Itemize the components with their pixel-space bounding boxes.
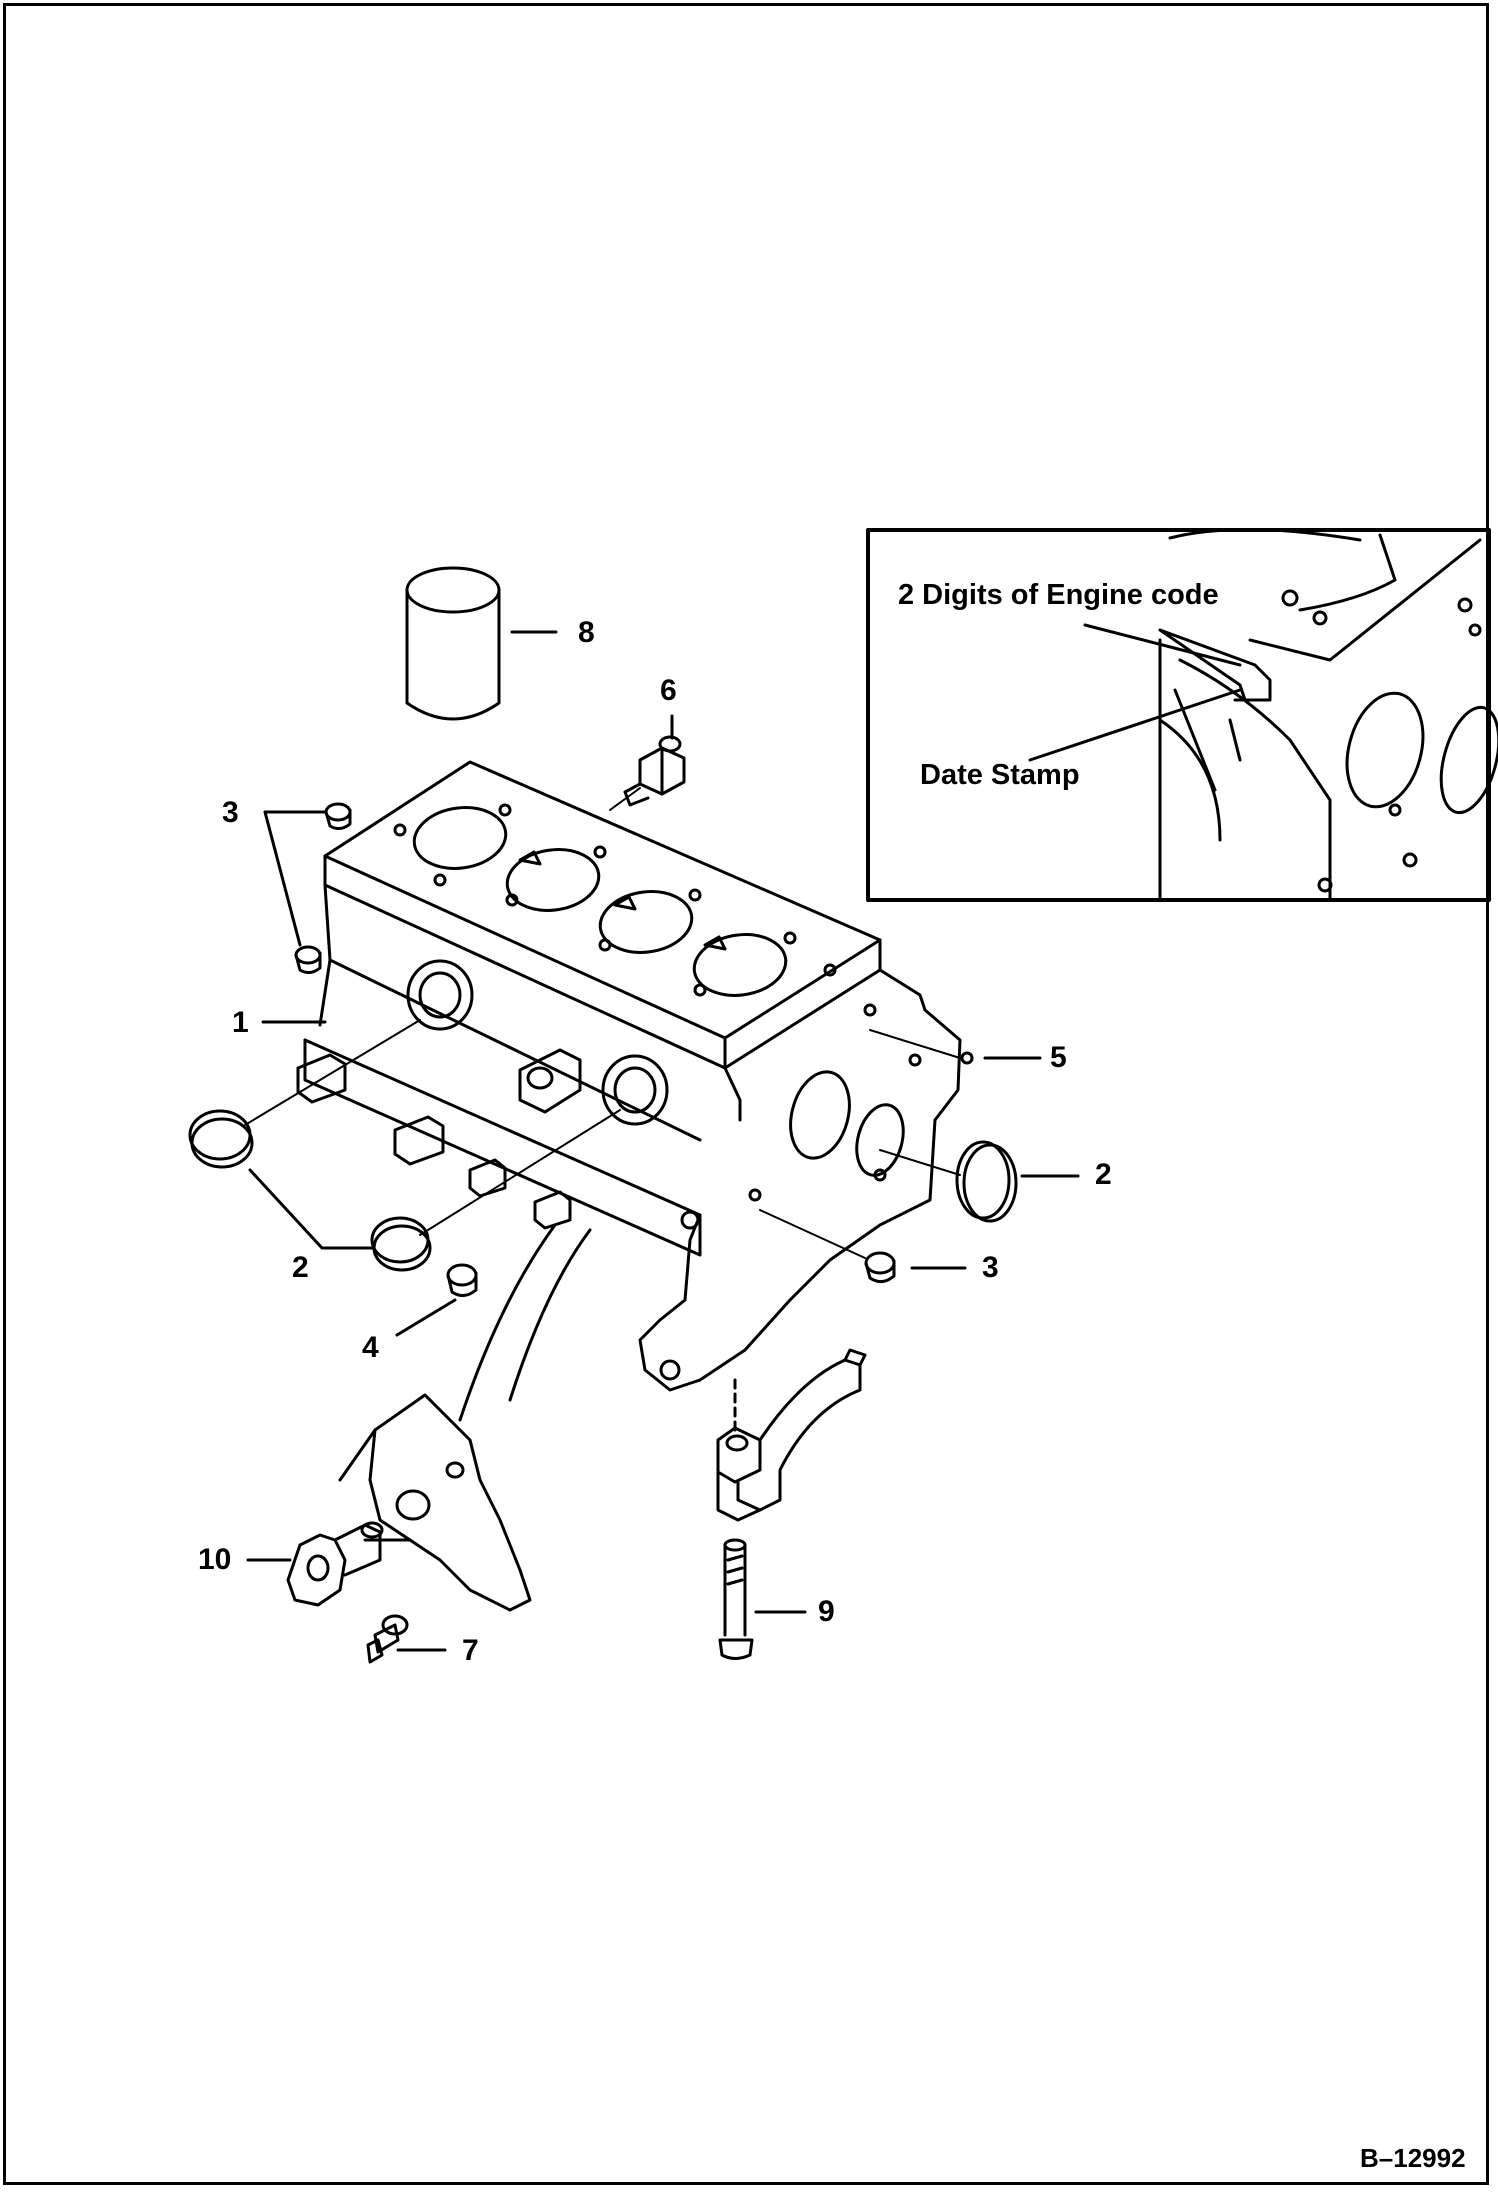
drain-plug	[446, 1263, 478, 1297]
plug-mid	[294, 945, 322, 975]
valve	[286, 1521, 384, 1607]
callout-5: 5	[1050, 1041, 1067, 1074]
seal-ring-left	[188, 1109, 254, 1169]
callout-6: 6	[660, 674, 677, 707]
drawing-sheet	[3, 3, 1489, 2185]
phantom-line	[759, 1209, 866, 1259]
bolt-short	[366, 1614, 409, 1664]
phantom-line	[879, 1149, 961, 1176]
projection-line	[508, 1228, 592, 1402]
phantom-line	[419, 1109, 621, 1236]
phantom-line	[244, 1019, 421, 1126]
leader-lines	[246, 630, 1080, 1652]
callout-1: 1	[232, 1006, 249, 1039]
callout-2-left: 2	[292, 1251, 309, 1284]
sensor	[623, 735, 686, 807]
projection-line	[458, 1223, 557, 1422]
seal-ring-mid	[370, 1216, 432, 1272]
phantom-line	[609, 787, 641, 811]
cylinder-block	[296, 760, 962, 1392]
callout-3-right: 3	[982, 1251, 999, 1284]
date-stamp-label: Date Stamp	[920, 759, 1080, 791]
main-bearing-cap	[716, 1348, 867, 1522]
callout-4: 4	[362, 1331, 379, 1364]
oil-pump-bracket	[338, 1393, 532, 1612]
cylinder-sleeve	[405, 566, 501, 721]
callout-10: 10	[198, 1543, 232, 1576]
callout-8: 8	[578, 616, 595, 649]
plug-right	[864, 1251, 896, 1283]
phantom-line	[869, 1029, 961, 1059]
engine-code-label: 2 Digits of Engine code	[898, 579, 1219, 611]
callout-3-top: 3	[222, 796, 239, 829]
plug-top	[324, 802, 352, 831]
callout-2-right: 2	[1095, 1158, 1112, 1191]
callout-9: 9	[818, 1595, 835, 1628]
callout-7: 7	[462, 1634, 479, 1667]
ball-plug	[960, 1051, 974, 1065]
seal-ring-right	[955, 1140, 1018, 1223]
bolt-long	[718, 1538, 754, 1660]
figure-id: B–12992	[1360, 2143, 1466, 2173]
inset-detail	[866, 528, 1498, 902]
